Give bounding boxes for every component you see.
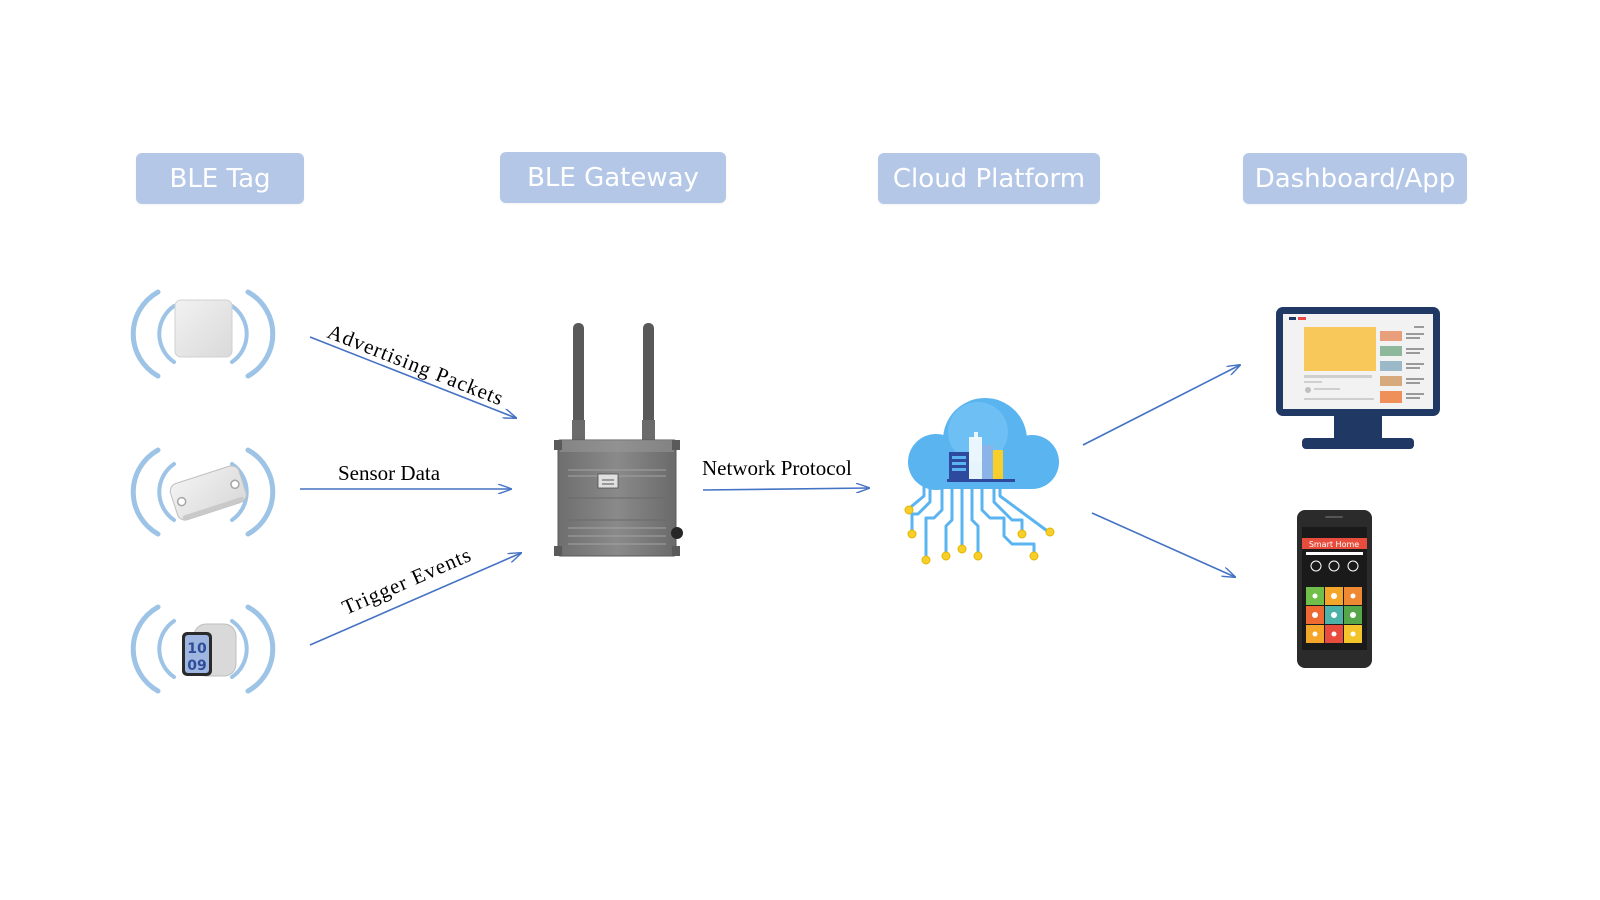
ble-gateway-device <box>554 323 683 557</box>
header-ble-gateway-label: BLE Gateway <box>527 162 699 193</box>
header-ble-tag-label: BLE Tag <box>169 163 271 194</box>
cloud-platform-icon <box>904 398 1059 565</box>
header-dashboard-app: Dashboard/App <box>1243 153 1467 204</box>
label-advertising-packets: Advertising Packets <box>324 319 507 410</box>
header-cloud-platform: Cloud Platform <box>878 153 1100 204</box>
ble-tag-smartwatch: 10 09 <box>130 604 276 694</box>
label-sensor-data: Sensor Data <box>338 461 441 485</box>
watch-minutes: 09 <box>187 658 206 674</box>
label-network-protocol: Network Protocol <box>702 456 852 480</box>
desktop-monitor-icon <box>1276 307 1440 449</box>
arrow-advertising <box>309 336 516 418</box>
header-cloud-platform-label: Cloud Platform <box>892 163 1086 194</box>
watch-hours: 10 <box>187 641 207 657</box>
phone-app-title: Smart Home <box>1309 540 1359 549</box>
smartphone-icon: Smart Home <box>1297 510 1372 668</box>
arrow-trigger-events <box>309 553 521 646</box>
arrow-to-phone <box>1091 512 1235 577</box>
header-dashboard-app-label: Dashboard/App <box>1254 163 1456 194</box>
label-trigger-events: Trigger Events <box>338 542 475 619</box>
header-ble-tag: BLE Tag <box>136 153 304 204</box>
arrow-to-monitor <box>1082 365 1240 446</box>
header-ble-gateway: BLE Gateway <box>500 152 726 203</box>
ble-tag-sensor <box>130 447 276 537</box>
arrow-network-protocol <box>702 488 869 490</box>
ble-tag-beacon <box>130 289 276 379</box>
